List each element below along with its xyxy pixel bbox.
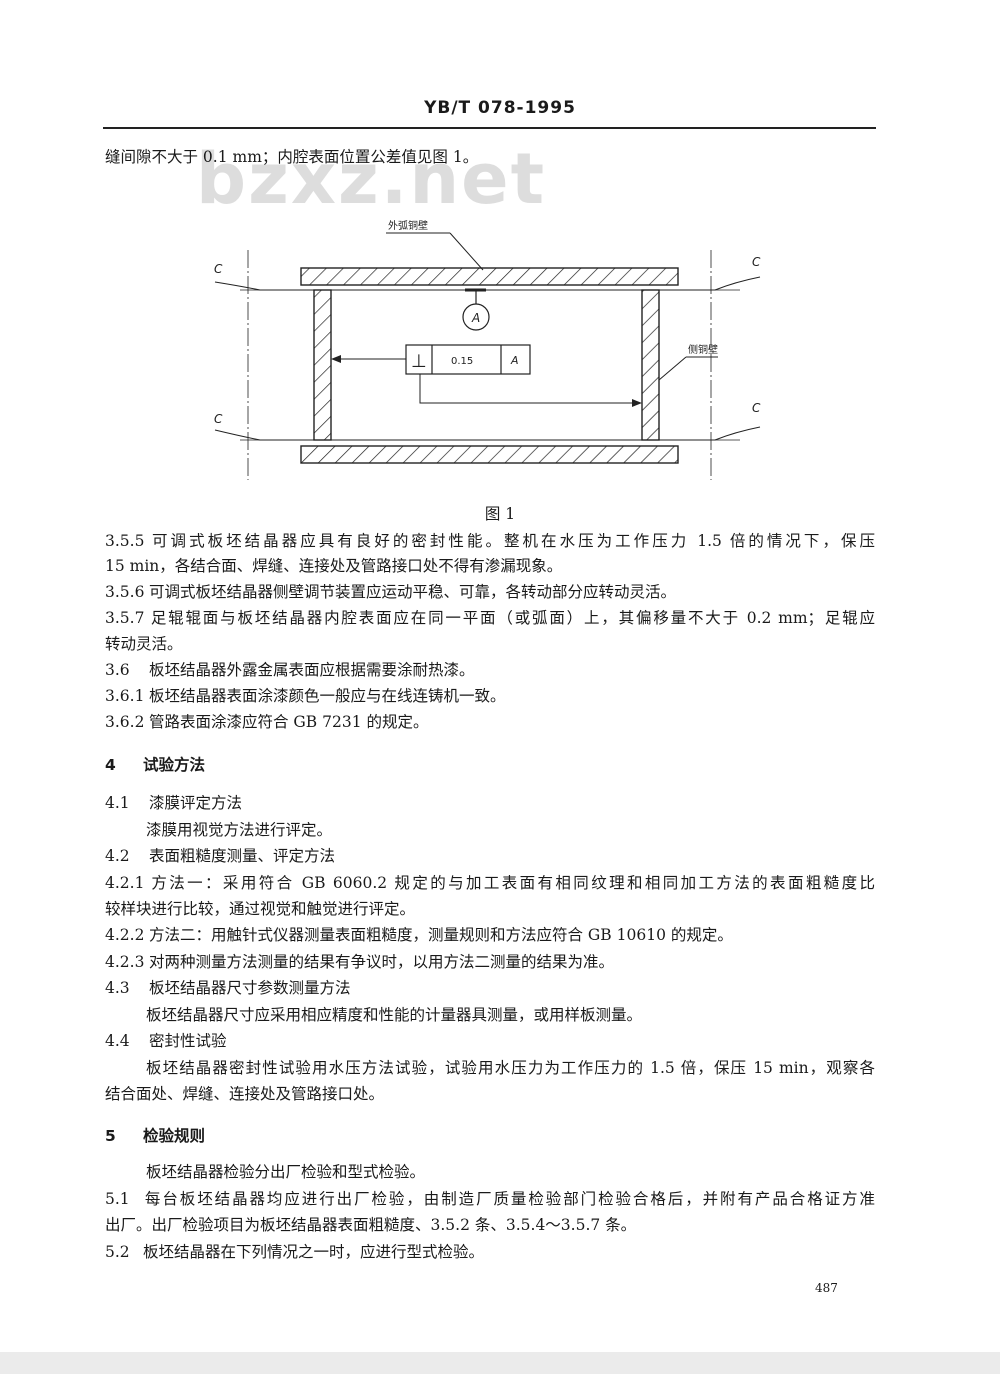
tolerance-datum: A — [510, 354, 519, 367]
datum-circle — [462, 303, 490, 331]
label-outer-wall: 外弧铜壁 — [388, 219, 428, 232]
page-header: YB/T 078-1995 — [424, 98, 576, 118]
left-side-wall — [313, 289, 332, 441]
header-rule — [103, 127, 876, 129]
intro-line: 缝间隙不大于 0.1 mm；内腔表面位置公差值见图 1。 — [105, 148, 479, 166]
right-side-wall — [641, 289, 660, 441]
label-c-top-right: C — [752, 255, 761, 269]
para-4-4-body-line-2: 结合面处、焊缝、连接处及管路接口处。 — [105, 1085, 385, 1103]
para-5-1-line-2: 出厂。出厂检验项目为板坯结晶器表面粗糙度、3.5.2 条、3.5.4～3.5.7… — [105, 1216, 637, 1234]
perpendicularity-symbol: ⊥ — [411, 351, 427, 372]
figure-caption: 图 1 — [484, 505, 516, 523]
label-c-bottom-right: C — [752, 401, 761, 415]
para-3-5-7-line-2: 转动灵活。 — [105, 635, 183, 653]
label-c-bottom-left: C — [214, 412, 223, 426]
page-number: 487 — [815, 1281, 838, 1295]
outer-copper-wall — [300, 267, 679, 286]
tolerance-value: 0.15 — [451, 356, 473, 367]
leader-right-wall — [419, 374, 636, 404]
figure-1-diagram: 外弧铜壁 C C C C A ⊥ 0.15 A 侧铜壁 — [214, 219, 761, 480]
scan-bottom-edge — [0, 1352, 1000, 1374]
para-4-2-1-line-2: 较样块进行比较，通过视觉和触觉进行评定。 — [105, 900, 416, 918]
outer-wall-leader-diag — [449, 232, 484, 271]
para-4-3-body: 板坯结晶器尺寸应采用相应精度和性能的计量器具测量，或用样板测量。 — [146, 1006, 643, 1024]
side-wall-leader — [658, 356, 687, 381]
datum-label: A — [471, 311, 480, 325]
label-c-top-left: C — [214, 262, 223, 276]
watermark: bzxz.net — [196, 138, 547, 220]
para-4-4-body-line-1: 板坯结晶器密封性试验用水压方法试验，试验用水压力为工作压力的 1.5 倍，保压 … — [146, 1059, 875, 1077]
para-5-intro: 板坯结晶器检验分出厂检验和型式检验。 — [146, 1163, 426, 1181]
para-4-1-body: 漆膜用视觉方法进行评定。 — [146, 821, 333, 839]
label-side-wall: 侧铜壁 — [688, 343, 718, 356]
para-3-5-5-line-2: 15 min，各结合面、焊缝、连接处及管路接口处不得有渗漏现象。 — [105, 557, 563, 575]
inner-copper-wall — [300, 445, 679, 464]
section-line-c-bottom — [214, 426, 761, 441]
